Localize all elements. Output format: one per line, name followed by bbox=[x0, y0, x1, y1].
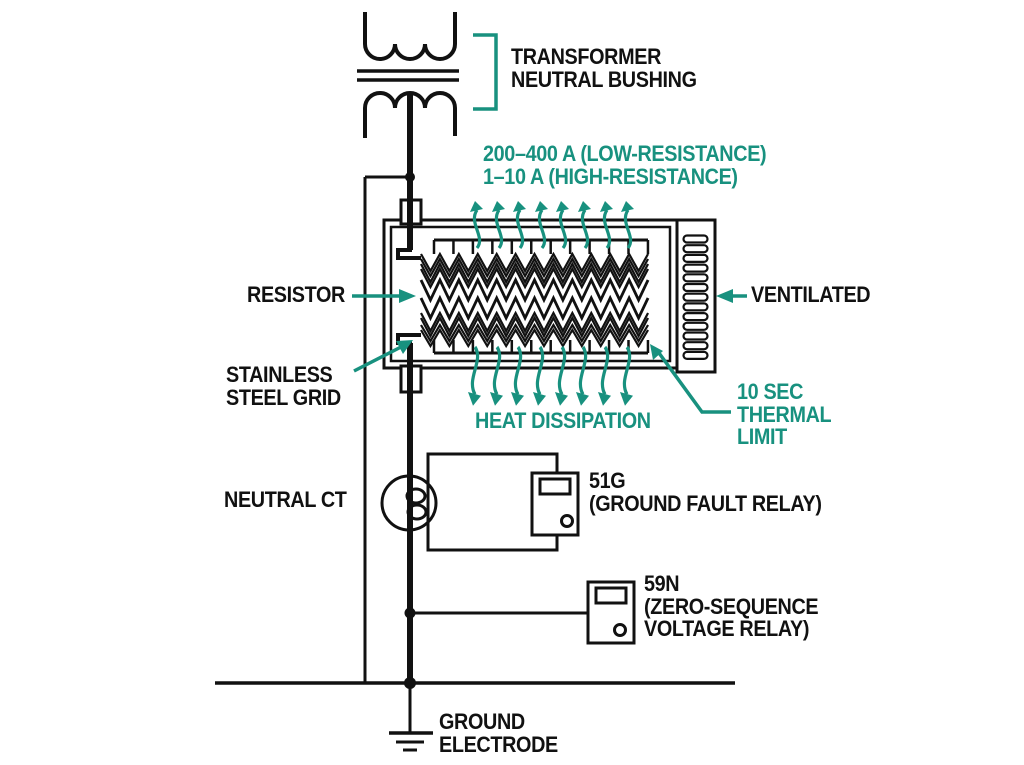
resistor-label: RESISTOR bbox=[247, 282, 345, 307]
relay-59n-icon bbox=[586, 580, 636, 645]
heat-dissipation-label: HEAT DISSIPATION bbox=[475, 408, 651, 433]
neutral-ct-label: NEUTRAL CT bbox=[224, 487, 347, 512]
ventilation-louvers bbox=[682, 234, 709, 360]
current-rating-label: 200–400 A (LOW-RESISTANCE) 1–10 A (HIGH-… bbox=[483, 141, 767, 189]
ventilated-arrow bbox=[716, 289, 747, 303]
stainless-grid-arrow bbox=[353, 340, 413, 373]
heat-waves-bottom bbox=[468, 345, 633, 406]
ground-electrode-label: GROUND ELECTRODE bbox=[439, 709, 558, 757]
resistor-grid bbox=[419, 238, 650, 355]
thermal-limit-callout-arrow bbox=[650, 344, 731, 414]
ventilated-label: VENTILATED bbox=[751, 282, 871, 307]
transformer-bushing-label: TRANSFORMER NEUTRAL BUSHING bbox=[511, 44, 697, 92]
neutral-riser-line bbox=[363, 175, 410, 683]
resistor-arrow bbox=[352, 289, 416, 303]
thermal-limit-label: 10 SEC THERMAL LIMIT bbox=[737, 379, 832, 449]
junction-dot bbox=[405, 172, 415, 182]
junction-dot bbox=[404, 607, 416, 619]
transformer-symbol bbox=[357, 12, 459, 138]
zero-sequence-relay-label: 59N (ZERO-SEQUENCE VOLTAGE RELAY) bbox=[644, 571, 819, 641]
resistor-enclosure bbox=[382, 218, 717, 374]
junction-dot bbox=[404, 677, 416, 689]
ground-electrode-icon bbox=[389, 683, 433, 752]
stainless-steel-grid-label: STAINLESS STEEL GRID bbox=[226, 362, 341, 410]
relay-51g-icon bbox=[530, 471, 580, 537]
bracket-callout bbox=[473, 33, 498, 111]
ground-fault-relay-label: 51G (GROUND FAULT RELAY) bbox=[589, 468, 822, 516]
heat-waves-top bbox=[470, 201, 634, 250]
